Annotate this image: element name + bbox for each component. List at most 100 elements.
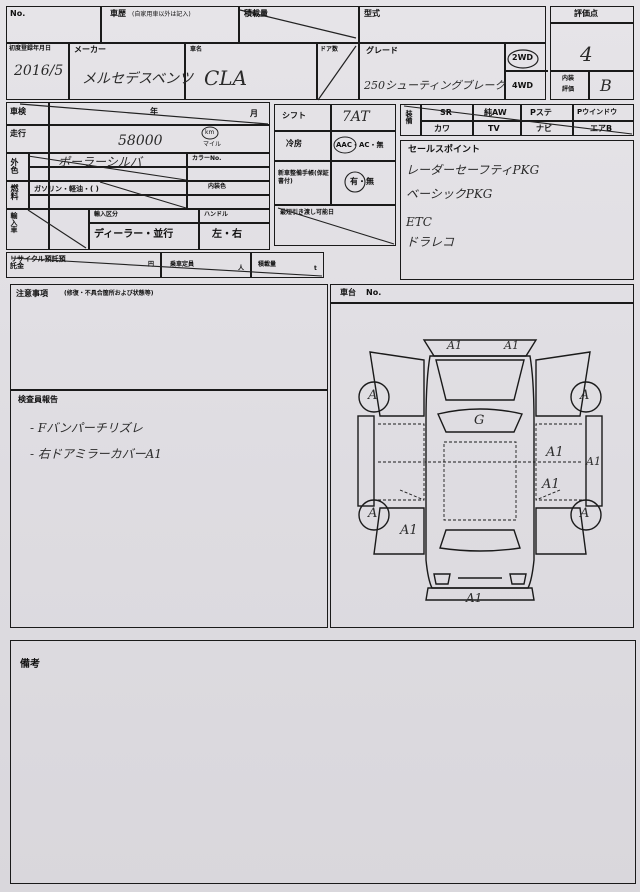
cooler-label: 冷房 [286, 139, 302, 148]
name-value: CLA [204, 66, 248, 90]
equip-pwindow: Pウインドウ [577, 108, 618, 116]
mark-wheel-rr: A [580, 506, 590, 521]
mileage-label: 走行 [10, 129, 26, 138]
mark-front-left: A1 [447, 339, 462, 352]
equip-tv: TV [488, 124, 500, 133]
recycle-cancel-stroke [11, 257, 323, 277]
equip-sr: SR [440, 108, 452, 117]
score-value: 4 [580, 42, 593, 66]
month-label: 月 [250, 109, 258, 118]
remarks-label: 備考 [20, 659, 40, 670]
import-type-value: ディーラー・並行 [94, 229, 174, 240]
shift-label: シフト [282, 111, 306, 120]
cooler-options: AAC・AC・無 [336, 141, 384, 149]
equip-pster: Pステ [530, 108, 552, 117]
km-circle [201, 126, 219, 140]
person-label: 人 [238, 265, 245, 272]
interior-color-label: 内装色 [208, 183, 227, 190]
caution-label: 注意事項 [16, 289, 48, 298]
first-reg-value: 2016/5 [14, 63, 64, 79]
sales-point-3: ETC [406, 215, 432, 229]
sales-point-2: ベーシックPKG [406, 187, 493, 201]
equip-airbag: エアB [590, 124, 613, 133]
equipment-label: 装備 [405, 110, 413, 124]
grade-label: グレード [366, 46, 398, 55]
warranty-options: 有・無 [350, 177, 374, 186]
equipment-cancel-stroke [403, 105, 633, 135]
mark-right-door-front: A1 [546, 445, 564, 460]
ton-label: t [314, 265, 317, 272]
mark-wheel-rl: A [368, 506, 378, 521]
sales-points-block [400, 140, 634, 280]
shaken-cancel-stroke [19, 103, 269, 125]
color-no-label: カラーNo. [192, 155, 222, 162]
score-label: 評価点 [574, 9, 598, 18]
km-label[interactable]: km [205, 129, 215, 136]
chassis-label: 車台 [340, 288, 356, 297]
inspector-block [10, 390, 328, 628]
cooler-circle [333, 136, 357, 154]
year-label: 年 [150, 107, 158, 116]
model-label: 型式 [364, 9, 380, 18]
mark-wheel-fl: A [368, 388, 378, 403]
mark-windshield: G [474, 413, 485, 428]
grade-value: 250シューティングブレーク [364, 79, 506, 92]
mark-right-door-rear: A1 [542, 477, 560, 492]
exterior-value: ポーラーシルバ [58, 155, 142, 169]
mile-label[interactable]: マイル [203, 141, 222, 148]
doors-label: ドア数 [320, 46, 339, 53]
load-label: 積載量 [258, 261, 277, 268]
chassis-no-label: No. [366, 288, 382, 297]
mileage-value: 58000 [118, 133, 163, 149]
yen-label: 円 [148, 261, 155, 268]
drive-4wd[interactable]: 4WD [512, 81, 534, 90]
import-type-label: 輸入区分 [94, 211, 119, 218]
handle-label: ハンドル [204, 211, 229, 218]
warranty-circle [344, 171, 366, 193]
mark-right-side: A1 [586, 455, 601, 468]
remarks-block [10, 640, 636, 884]
equip-aw: 純AW [484, 108, 507, 117]
chassis-block [330, 284, 634, 628]
inspector-item-2: - 右ドアミラーカバーA1 [30, 447, 162, 461]
mark-left-rear: A1 [400, 523, 418, 538]
cancel-stroke [239, 9, 357, 39]
interior-label-1: 内装 [562, 75, 575, 82]
fuel-label: 燃料 [10, 184, 19, 200]
sales-point-4: ドラレコ [406, 235, 455, 249]
maker-label: メーカー [74, 45, 106, 54]
inspector-item-1: - Fバンパーチリズレ [30, 421, 143, 435]
caution-note: (修復・不具合箇所および状態等) [64, 290, 154, 297]
spec-block [6, 102, 270, 250]
name-label: 車名 [190, 46, 203, 53]
equip-leather: カワ [434, 124, 450, 133]
spec-cancel-strokes [27, 155, 187, 249]
shift-block [274, 104, 396, 246]
inspector-label: 検査員報告 [18, 395, 58, 404]
warranty-label: 新車整備手帳(保証書付) [278, 170, 329, 186]
score-box [550, 6, 634, 100]
history-note: (自家用車以外は記入) [132, 11, 191, 18]
mark-wheel-fr: A [580, 388, 590, 403]
exterior-label: 外色 [10, 158, 19, 174]
interior-label-2: 評価 [562, 86, 575, 93]
capacity-label: 乗車定員 [170, 261, 195, 268]
sales-point-1: レーダーセーフティPKG [406, 163, 540, 177]
delivery-cancel-stroke [277, 207, 395, 245]
doors-cancel-stroke [317, 45, 357, 101]
no-label: No. [10, 9, 26, 18]
drive-2wd[interactable]: 2WD [512, 53, 534, 62]
first-reg-label: 初度登録年月日 [9, 45, 52, 52]
maker-value: メルセデスベンツ [82, 71, 194, 87]
history-label: 車歴 [110, 9, 126, 18]
handle-value: 左・右 [212, 229, 242, 240]
interior-value: B [600, 76, 612, 95]
import-label: 輸入車 [10, 212, 18, 233]
drive-circle [507, 49, 539, 69]
shaken-label: 車検 [10, 107, 26, 116]
shift-value: 7AT [342, 109, 370, 125]
caution-block [10, 284, 328, 390]
delivery-label: 最短引き渡し可能日 [280, 209, 335, 216]
